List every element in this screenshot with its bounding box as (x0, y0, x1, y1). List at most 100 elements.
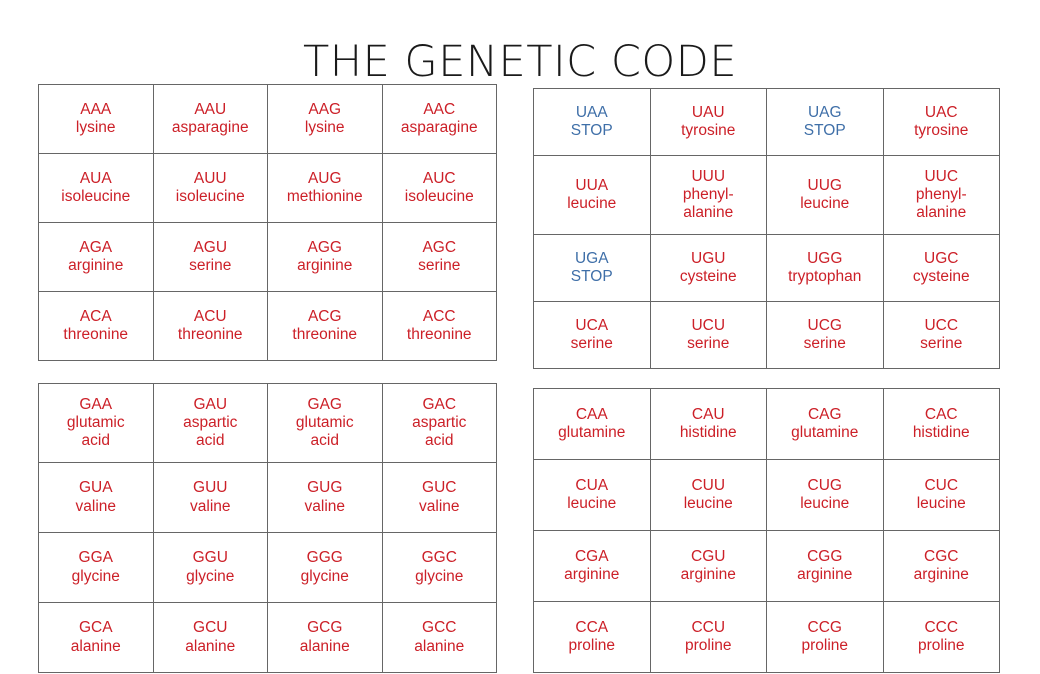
codon-triplet: CCC (924, 618, 959, 636)
amino-acid-name: aspartic (183, 413, 238, 431)
codon-triplet: UCU (691, 316, 726, 334)
amino-acid-name: glutamine (791, 424, 859, 441)
codon-triplet: AUG (307, 169, 342, 187)
amino-acid-name: cysteine (679, 268, 737, 285)
codon-triplet: AUU (193, 169, 227, 187)
codon-triplet: CUC (924, 476, 959, 494)
amino-acid-name: acid (425, 432, 454, 450)
amino-acid-name: threonine (292, 326, 358, 343)
codon-triplet: GAC (422, 395, 457, 413)
amino-acid-name: proline (684, 637, 732, 654)
codon-triplet: GCU (193, 619, 228, 637)
amino-acid-name: tyrosine (681, 122, 736, 139)
codon-triplet: GCC (422, 619, 457, 637)
codon-triplet: GUU (193, 479, 228, 497)
codon-triplet: UUA (575, 176, 609, 194)
amino-acid-name: alanine (299, 637, 350, 655)
amino-acid-name: isoleucine (175, 188, 245, 205)
codon-triplet: GAA (79, 395, 113, 413)
amino-acid-name: arginine (68, 257, 124, 274)
amino-acid-name: serine (418, 257, 461, 274)
amino-acid-name: tyrosine (914, 122, 969, 139)
codon-triplet: GAU (193, 395, 228, 413)
amino-acid-name: methionine (286, 188, 363, 205)
codon-triplet: GUA (78, 479, 113, 497)
amino-acid-name: proline (917, 637, 965, 654)
codon-triplet: UAG (807, 103, 842, 121)
amino-acid-name: cysteine (912, 268, 970, 285)
amino-acid-name: leucine (916, 495, 966, 512)
amino-acid-name: serine (687, 335, 730, 352)
codon-triplet: AAU (194, 100, 227, 118)
amino-acid-name: phenyl- (915, 185, 967, 203)
amino-acid-name: alanine (414, 637, 465, 655)
codon-triplet: AGG (307, 238, 342, 256)
codon-triplet: UCA (575, 316, 609, 334)
amino-acid-name: phenyl- (682, 185, 734, 203)
codon-triplet: GCG (307, 619, 343, 637)
codon-triplet: CUA (575, 476, 609, 494)
codon-triplet: CUU (691, 476, 726, 494)
codon-triplet: GGC (421, 549, 457, 567)
codon-triplet: AGC (422, 238, 457, 256)
codon-triplet: CGC (924, 547, 959, 565)
amino-acid-name: alanine (70, 637, 121, 655)
amino-acid-name: glutamic (66, 413, 125, 431)
amino-acid-name: histidine (679, 424, 737, 441)
codon-triplet: CCU (691, 618, 726, 636)
amino-acid-name: arginine (797, 566, 853, 583)
amino-acid-name: leucine (800, 195, 850, 212)
codon-triplet: UUC (924, 167, 959, 185)
amino-acid-name: proline (568, 637, 616, 654)
amino-acid-name: serine (920, 335, 963, 352)
stop-label: STOP (803, 122, 846, 139)
codon-triplet: CCA (575, 618, 609, 636)
codon-triplet: ACC (422, 307, 456, 325)
amino-acid-name: glycine (300, 567, 349, 585)
codon-triplet: CGA (574, 547, 609, 565)
amino-acid-name: leucine (567, 195, 617, 212)
codon-triplet: CGU (691, 547, 726, 565)
